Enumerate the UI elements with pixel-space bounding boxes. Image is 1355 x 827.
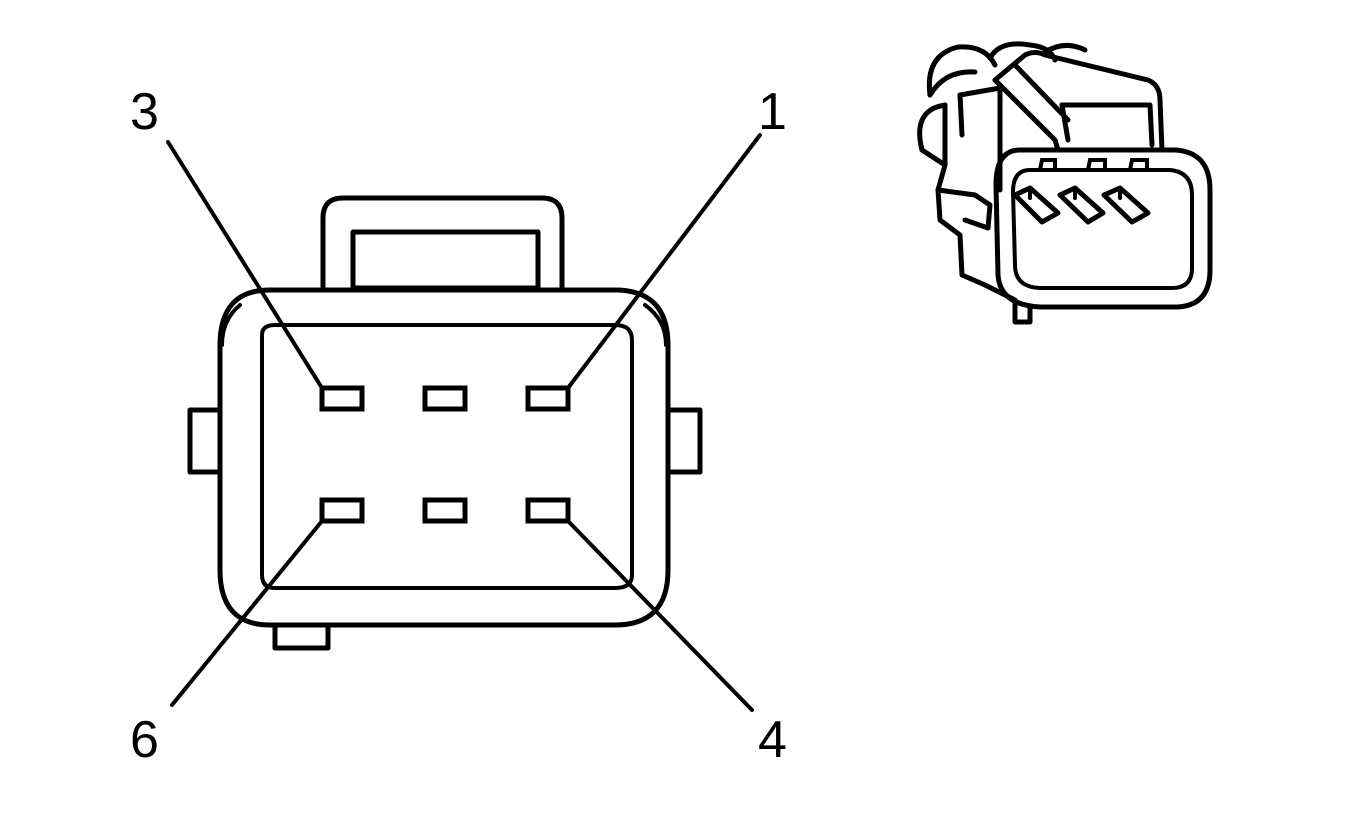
pin-label-1: 1 xyxy=(758,83,787,141)
connector-face-view xyxy=(166,133,762,712)
persp-pin-b xyxy=(1057,185,1106,225)
front-face-inner xyxy=(1010,168,1194,290)
locking-tab xyxy=(320,195,565,291)
pin-terminal-1 xyxy=(525,385,571,412)
leader-line-4 xyxy=(566,519,754,712)
front-face-outer xyxy=(993,147,1213,310)
pin-label-3: 3 xyxy=(130,83,159,141)
latch-ramp xyxy=(992,50,1165,153)
side-key-left xyxy=(187,407,223,475)
leader-line-1 xyxy=(566,133,762,390)
side-key-right xyxy=(665,407,703,475)
connector-cavity xyxy=(260,323,634,590)
persp-pin-a xyxy=(1012,185,1061,225)
pin-terminal-6 xyxy=(319,497,365,524)
pin-terminal-5 xyxy=(422,497,468,524)
connector-housing xyxy=(217,287,671,628)
connector-perspective-view xyxy=(917,41,1213,325)
pin-terminal-2 xyxy=(422,385,468,412)
bottom-key xyxy=(272,622,331,651)
leader-line-3 xyxy=(166,140,324,390)
pin-terminal-4 xyxy=(525,497,571,524)
pin-label-4: 4 xyxy=(758,711,787,769)
persp-pin-c xyxy=(1101,185,1151,225)
pin-label-6: 6 xyxy=(130,711,159,769)
pin-terminal-3 xyxy=(319,385,365,412)
leader-line-6 xyxy=(170,519,324,707)
locking-tab-window xyxy=(350,229,541,291)
